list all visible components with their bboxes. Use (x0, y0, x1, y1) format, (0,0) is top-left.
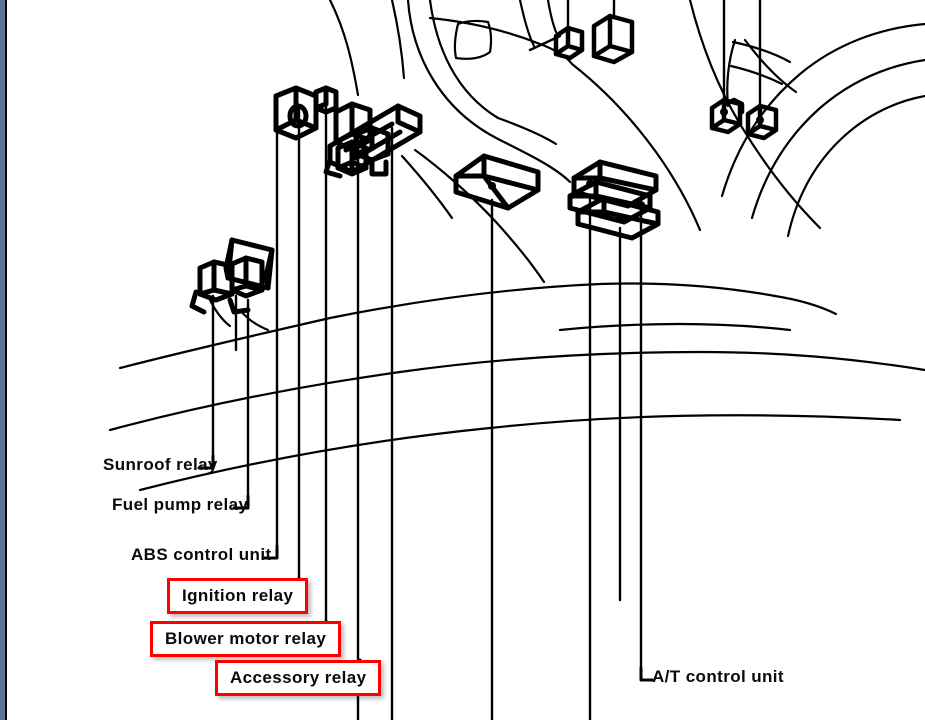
left-edge-rule (5, 0, 7, 720)
callout-ignition-relay[interactable]: Ignition relay (167, 578, 309, 614)
callout-at-control-unit[interactable]: A/T control unit (652, 667, 784, 686)
callout-sunroof-relay[interactable]: Sunroof relay (103, 455, 218, 474)
control-unit-flat (453, 153, 541, 211)
leader-lines (211, 0, 762, 720)
relay-bracket-left (189, 237, 275, 315)
control-unit-stack (567, 159, 661, 241)
callout-blower-motor-relay[interactable]: Blower motor relay (150, 621, 342, 657)
relay-cluster-upper (273, 85, 423, 179)
left-edge-strip (0, 0, 6, 720)
leader-dots (488, 108, 764, 222)
callout-accessory-relay[interactable]: Accessory relay (215, 660, 382, 696)
callout-fuel-pump-relay[interactable]: Fuel pump relay (112, 495, 249, 514)
callout-abs-control-unit[interactable]: ABS control unit (131, 545, 272, 564)
